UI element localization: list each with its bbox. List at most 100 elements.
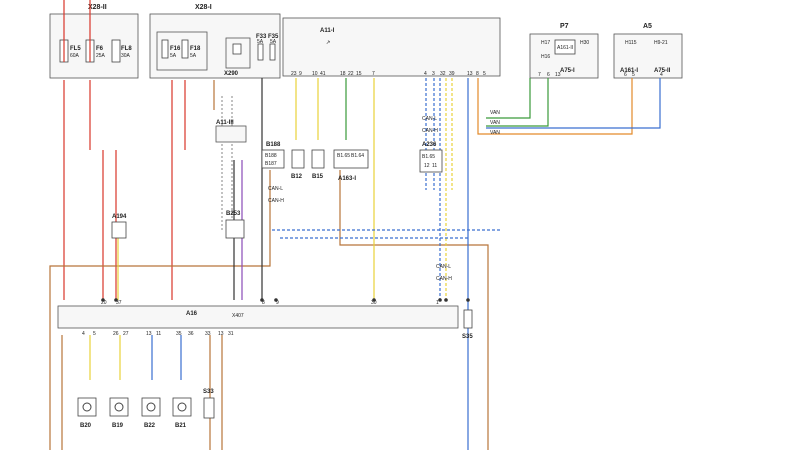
- fuse-name: F35: [268, 34, 279, 40]
- component-label: B188: [266, 142, 281, 148]
- wire-tag: CAN-L: [422, 116, 437, 122]
- module-a11-iii: A11-III: [215, 120, 247, 143]
- module-label: P7: [560, 23, 569, 30]
- fuse-name: F18: [190, 46, 201, 52]
- module-label: A11-III: [216, 120, 234, 126]
- wire-grey-1: [221, 96, 233, 232]
- p7-inner-a161: A161-II: [557, 45, 573, 51]
- wire-tag: CAN-H: [422, 128, 438, 134]
- component-b12: B12: [291, 149, 305, 180]
- module-a5: A5 H115 H9-21 A161-I A75-II: [613, 23, 683, 79]
- comp-pin: 12: [424, 163, 430, 169]
- component-label: B12: [291, 174, 303, 180]
- p7-sub: A75-I: [560, 68, 575, 74]
- sensor-label: B22: [144, 423, 156, 429]
- sensor-b20: B20: [77, 397, 97, 429]
- pin-label: 27: [123, 331, 129, 337]
- pin-label: 4: [424, 71, 427, 77]
- pin-label: 8: [262, 300, 265, 306]
- pin-label: 3: [432, 71, 435, 77]
- sensor-b22: B22: [141, 397, 161, 429]
- wire-tags-can: CAN-L CAN-H CAN-L CAN-H CAN-L CAN-H: [268, 116, 452, 282]
- module-label: A11-I: [320, 28, 335, 34]
- pin-label: 33: [205, 331, 211, 337]
- module-frame: [613, 33, 683, 79]
- sensor-label: B21: [175, 423, 187, 429]
- pin-label: 37: [116, 300, 122, 306]
- pin-label: 6: [547, 72, 550, 78]
- fuse-rating: 25A: [96, 53, 106, 59]
- pin-label: 23: [291, 71, 297, 77]
- wire-brown-2: [339, 170, 489, 450]
- component-s35: S35: [462, 309, 473, 340]
- wire-red-4: [171, 80, 186, 300]
- wire-tag: CAN-L: [268, 186, 283, 192]
- comp-pin: B187: [265, 161, 277, 167]
- fuse-rating: 5A: [257, 39, 264, 45]
- module-frame: [282, 17, 501, 77]
- module-frame: [57, 305, 459, 329]
- pin-label: 36: [188, 331, 194, 337]
- component-label: B253: [226, 211, 241, 217]
- pin-label: 5: [632, 72, 635, 78]
- wire-tag: CAN-H: [436, 276, 452, 282]
- comp-pin: B188: [265, 153, 277, 159]
- module-a16: A16 X407: [57, 305, 459, 329]
- pin-label: 11: [156, 331, 161, 337]
- fuse-f16: F16 5A: [161, 39, 181, 59]
- pin-label: 39: [449, 71, 455, 77]
- component-b15: B15: [311, 149, 325, 180]
- wire-brown-3: [61, 335, 223, 450]
- wire-tag: VAN: [490, 130, 500, 136]
- component-label: A236: [422, 142, 437, 148]
- a5-sub-a75: A75-II: [654, 68, 671, 74]
- pin-label: 9: [299, 71, 302, 77]
- junction-dots: [101, 298, 470, 302]
- a11-i-pins: 23 9 10 41 18 22 15 7 4 3 32 39 13 8 5: [291, 71, 486, 77]
- fuse-rating: 30A: [121, 53, 131, 59]
- module-a11-i: A11-I ⸕: [282, 17, 501, 77]
- a5-inner-h115: H115: [625, 40, 637, 46]
- component-b253: B253: [225, 211, 245, 239]
- p7-inner-h30: H30: [580, 40, 589, 46]
- pin-label: 32: [440, 71, 446, 77]
- pin-label: 20: [101, 300, 107, 306]
- component-b188: B188 B187 B188: [261, 142, 285, 169]
- wire-blue-1: [151, 78, 469, 450]
- pin-label: 22: [348, 71, 354, 77]
- comp-pin: B1.65: [422, 154, 435, 160]
- component-a163: B1.65 B1.64 A163-I: [333, 149, 369, 182]
- comp-pin: B1.65: [337, 153, 350, 159]
- pin-label: 4: [660, 72, 663, 78]
- pin-label: 13: [146, 331, 152, 337]
- wire-tag: CAN-H: [268, 198, 284, 204]
- pin-label: 1: [436, 300, 439, 306]
- wire-brown-1: [49, 80, 271, 450]
- pin-label: 6: [624, 72, 627, 78]
- sensor-b19: B19: [109, 397, 129, 429]
- a16-top-pins: 20 37 8 9 30 1: [101, 300, 439, 306]
- pin-label: 7: [538, 72, 541, 78]
- pin-label: 15: [356, 71, 362, 77]
- fuse-name: F33: [256, 34, 267, 40]
- relay-label: X290: [224, 71, 239, 77]
- fuse-name: F6: [96, 46, 104, 52]
- a5-pins: 6 5 4: [624, 72, 663, 78]
- fuse-f33: F33 5A: [256, 34, 267, 61]
- module-symbol: ⸕: [326, 40, 331, 46]
- component-a194: A194: [111, 214, 127, 239]
- fuse-name: FL5: [70, 46, 81, 52]
- wire-tag: VAN: [490, 110, 500, 116]
- pin-label: 18: [340, 71, 346, 77]
- module-p7: P7 H17 A161-II H30 H16 A75-I: [529, 23, 599, 79]
- fuse-fl8: FL8 30A: [111, 39, 132, 63]
- fuse-rating: 5A: [170, 53, 177, 59]
- fuse-box-x28-ii: X28-II FL5 60A F6 25A FL8 30A: [49, 4, 139, 79]
- fuse-f18: F18 5A: [181, 39, 201, 59]
- wire-tag: CAN-L: [436, 264, 451, 270]
- wire-green-2: [486, 78, 549, 127]
- sensor-label: B20: [80, 423, 92, 429]
- wire-can-1: [425, 78, 441, 300]
- fuse-box-label: X28-I: [195, 4, 212, 11]
